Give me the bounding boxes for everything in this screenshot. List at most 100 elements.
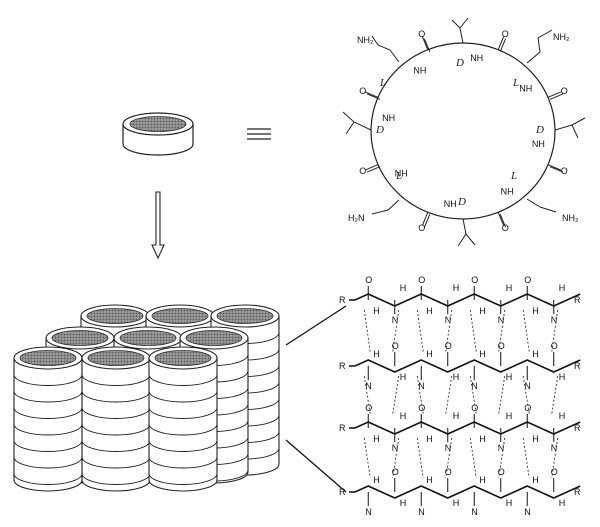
carbonyl-o-label: O	[392, 467, 399, 477]
amide-h2n-label: H₂N	[348, 213, 365, 223]
carbonyl-o-label: O	[445, 341, 452, 351]
carbonyl-o-label: O	[551, 467, 558, 477]
amide-h-label: H	[453, 498, 460, 508]
carbonyl-bond	[364, 164, 379, 171]
nanotube-column	[81, 346, 151, 492]
hydrogen-bond	[551, 309, 559, 353]
carbonyl-o-label: O	[498, 467, 505, 477]
carbonyl-bond	[366, 93, 381, 100]
ring-seam	[81, 423, 151, 436]
amide-n-label: N	[445, 443, 452, 453]
nanotube-pore	[87, 350, 145, 366]
hydrogen-bond	[445, 375, 453, 415]
ring-seam	[13, 407, 83, 419]
amide-h-label: H	[400, 498, 407, 508]
carbonyl-o-label: O	[551, 341, 558, 351]
stereo-label: L	[512, 77, 519, 89]
carbonyl-bond	[549, 166, 564, 173]
stereo-label: D	[455, 57, 464, 69]
carbonyl-o-label: O	[365, 275, 372, 285]
hydrogen-bond	[522, 437, 530, 479]
carbonyl-bond	[423, 214, 431, 228]
stereo-label: L	[379, 77, 386, 89]
strand-backbone	[349, 359, 581, 373]
stereo-label: L	[510, 170, 517, 182]
amide-h-label: H	[559, 498, 566, 508]
amide-nh-label: NH	[382, 113, 395, 123]
carbonyl-o-label: O	[502, 29, 509, 39]
amide-h-label: H	[453, 411, 460, 421]
hydrogen-bond	[551, 375, 559, 415]
amide-h-label: H	[453, 283, 460, 293]
hydrogen-bond	[522, 309, 530, 353]
amide-h-label: H	[453, 372, 460, 382]
stereo-label: L	[395, 170, 402, 182]
side-chain	[371, 35, 400, 63]
amide-h-label: H	[426, 475, 433, 485]
amide-nh2-label: NH₂	[562, 213, 579, 223]
terminal-r-label: R	[574, 423, 581, 433]
carbonyl-o-label: O	[524, 275, 531, 285]
ring-seam	[81, 456, 151, 469]
ring-seam	[81, 440, 151, 452]
assembly-arrow-icon	[151, 191, 165, 260]
nanotube-pore	[154, 350, 212, 366]
carbonyl-o-label: O	[561, 166, 568, 176]
carbonyl-bond	[421, 36, 429, 50]
side-chain	[554, 117, 586, 139]
carbonyl-bond	[366, 166, 381, 173]
amide-nh-label: NH	[532, 139, 545, 149]
nanotube-bundle	[13, 304, 280, 492]
stereo-labels: L D L D L D L D	[375, 57, 544, 208]
amide-h-label: H	[400, 411, 407, 421]
carbonyl-o-label: O	[445, 467, 452, 477]
nanotube-wall	[13, 357, 83, 492]
amide-h-label: H	[373, 349, 380, 359]
amide-h-label: H	[559, 411, 566, 421]
amide-n-label: N	[445, 315, 452, 325]
amide-h-label: H	[373, 306, 380, 316]
nanotube-pore	[51, 330, 109, 346]
amide-h-label: H	[426, 349, 433, 359]
hydrogen-bond	[416, 375, 424, 415]
hydrogen-bond	[498, 375, 506, 415]
amide-n-label: N	[392, 443, 399, 453]
ring-seam	[148, 473, 218, 485]
amide-h-label: H	[373, 434, 380, 444]
amide-nh-label: NH	[519, 84, 532, 94]
amide-nh-label: NH	[413, 65, 426, 75]
amide-n-label: N	[498, 315, 505, 325]
carbonyl-o-label: O	[418, 403, 425, 413]
hydrogen-bond	[445, 309, 453, 353]
ring-seam	[13, 423, 83, 436]
amide-h-label: H	[479, 306, 486, 316]
amide-h-label: H	[532, 306, 539, 316]
amide-h-label: H	[400, 372, 407, 382]
carbonyl-o-label: O	[502, 223, 509, 233]
nanotube-pore	[216, 308, 274, 324]
hydrogen-bond	[469, 437, 477, 479]
carbonyl-bond	[497, 36, 505, 50]
carbonyl-o-label: O	[418, 223, 425, 233]
ring-seam	[13, 473, 83, 485]
side-chain	[342, 111, 372, 135]
nanotube-pore	[185, 330, 243, 346]
amide-h-label: H	[532, 475, 539, 485]
amide-h-label: H	[426, 434, 433, 444]
amide-n-label: N	[471, 381, 478, 391]
amide-n-label: N	[524, 507, 531, 517]
amide-n-label: N	[418, 381, 425, 391]
carbonyl-o-label: O	[359, 86, 366, 96]
amide-h-label: H	[506, 372, 513, 382]
hydrogen-bond	[445, 437, 453, 479]
carbonyl-o-label: O	[365, 403, 372, 413]
hydrogen-bond	[363, 437, 371, 479]
ring-seam	[13, 390, 83, 403]
hydrogen-bond	[551, 437, 559, 479]
